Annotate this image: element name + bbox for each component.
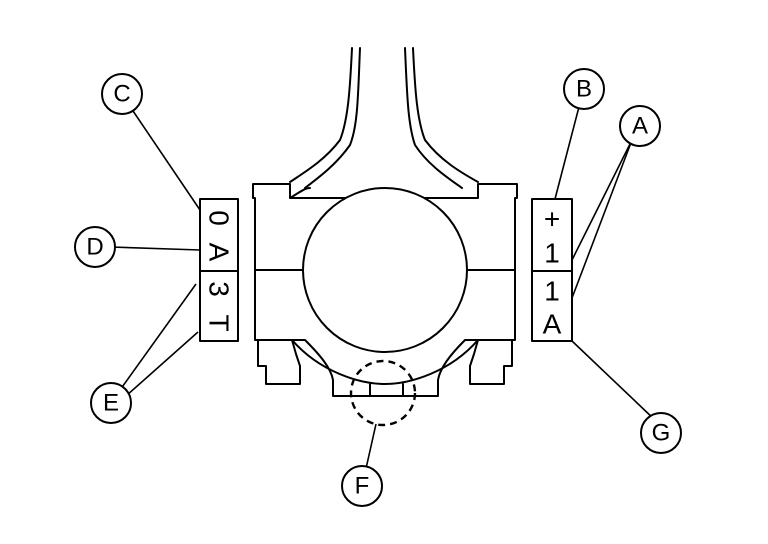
left-mark-lower-2: T	[204, 314, 235, 331]
left-mark-upper-2: A	[204, 243, 235, 262]
callout-b-label: B	[576, 76, 592, 103]
callout-d-label: D	[86, 234, 103, 261]
left-mark-plate: 0 A 3 T	[199, 198, 239, 342]
left-mark-lower-1: 3	[204, 281, 235, 297]
right-mark-lower-2: A	[543, 309, 562, 340]
callout-e-label: E	[103, 390, 119, 417]
left-mark-upper-1: 0	[204, 210, 235, 226]
callout-f-label: F	[355, 473, 370, 500]
callout-f: F	[341, 465, 383, 507]
callout-c-label: C	[113, 81, 130, 108]
right-mark-lower-1: 1	[544, 276, 560, 307]
callout-g-label: G	[652, 420, 671, 447]
callout-c: C	[101, 73, 143, 115]
right-mark-upper-1: +	[544, 204, 560, 235]
right-mark-upper-2: 1	[544, 238, 560, 269]
callout-e: E	[90, 382, 132, 424]
callout-b: B	[563, 68, 605, 110]
callout-a-label: A	[632, 113, 648, 140]
callout-d: D	[74, 226, 116, 268]
crank-pin-bore	[302, 187, 468, 353]
detail-circle-f	[349, 359, 417, 427]
callout-g: G	[640, 412, 682, 454]
callout-a: A	[619, 105, 661, 147]
leader-lines	[109, 102, 656, 474]
rod-shank	[289, 47, 479, 189]
right-mark-plate: + 1 1 A	[531, 198, 573, 342]
